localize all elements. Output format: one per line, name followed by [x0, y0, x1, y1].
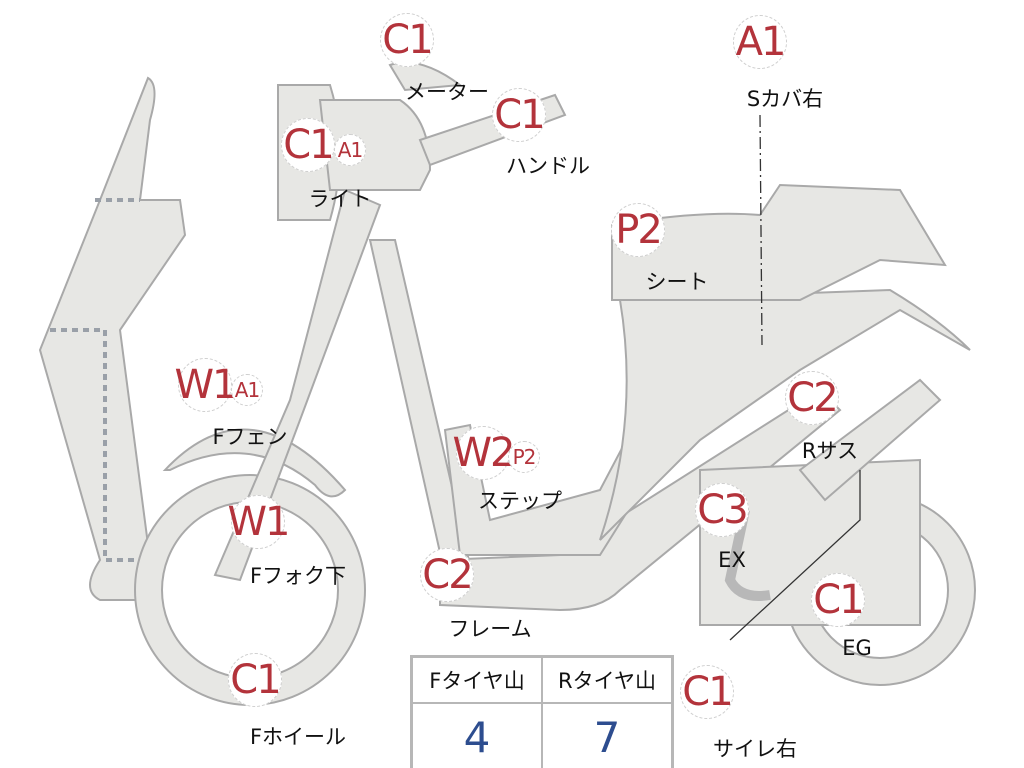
code-badge: A1: [733, 15, 787, 69]
front-shield: [38, 76, 321, 601]
part-label-front-fork-lower: Fフォク下: [249, 564, 347, 588]
front-tire-value: 4: [410, 702, 543, 768]
part-label-frame: フレーム: [448, 617, 532, 641]
rear-tire-value: 7: [541, 702, 674, 768]
code-badge: W1: [175, 358, 238, 412]
part-label-seat: シート: [645, 270, 709, 294]
exhaust: [724, 508, 771, 601]
code-badge-secondary: A1: [334, 134, 366, 166]
handle-cover: [318, 99, 432, 191]
part-label-side-cover-right: Sカバ右: [746, 87, 824, 111]
front-tire-header: Fタイヤ山: [410, 655, 543, 704]
code-badge: W2: [453, 426, 516, 480]
code-badge: P2: [611, 203, 665, 257]
code-badge: C1: [492, 88, 546, 142]
code-badge: C1: [228, 653, 282, 707]
tire-tread-table: Fタイヤ山 Rタイヤ山 4 7: [410, 655, 674, 768]
code-badge: C1: [380, 13, 434, 67]
code-badge: C3: [695, 483, 749, 537]
code-badge: C2: [785, 371, 839, 425]
part-label-meter: メーター: [405, 80, 489, 104]
part-label-handle: ハンドル: [506, 154, 590, 178]
code-badge: W1: [228, 495, 291, 549]
shield-seam: [50, 198, 165, 562]
code-badge: C1: [281, 118, 335, 172]
part-label-front-wheel: Fホイール: [249, 725, 347, 749]
code-badge: C1: [680, 665, 734, 719]
part-label-front-fender: Fフェン: [212, 425, 288, 449]
part-label-silencer-right: サイレ右: [713, 737, 797, 761]
code-badge: C1: [811, 573, 865, 627]
side-cover: [599, 288, 971, 541]
part-label-rear-suspension: Rサス: [801, 439, 859, 463]
rear-tire-header: Rタイヤ山: [541, 655, 674, 704]
front-fender: [162, 428, 347, 498]
part-label-step: ステップ: [478, 489, 562, 513]
rear-suspension: [798, 378, 942, 502]
code-badge-secondary: P2: [508, 441, 540, 473]
part-label-exhaust: EX: [718, 548, 746, 572]
frame-tube: [368, 239, 472, 577]
part-label-engine: EG: [842, 636, 872, 660]
code-badge: C2: [420, 548, 474, 602]
front-fork: [213, 188, 382, 582]
code-badge-secondary: A1: [231, 374, 263, 406]
part-label-light: ライト: [308, 187, 372, 211]
